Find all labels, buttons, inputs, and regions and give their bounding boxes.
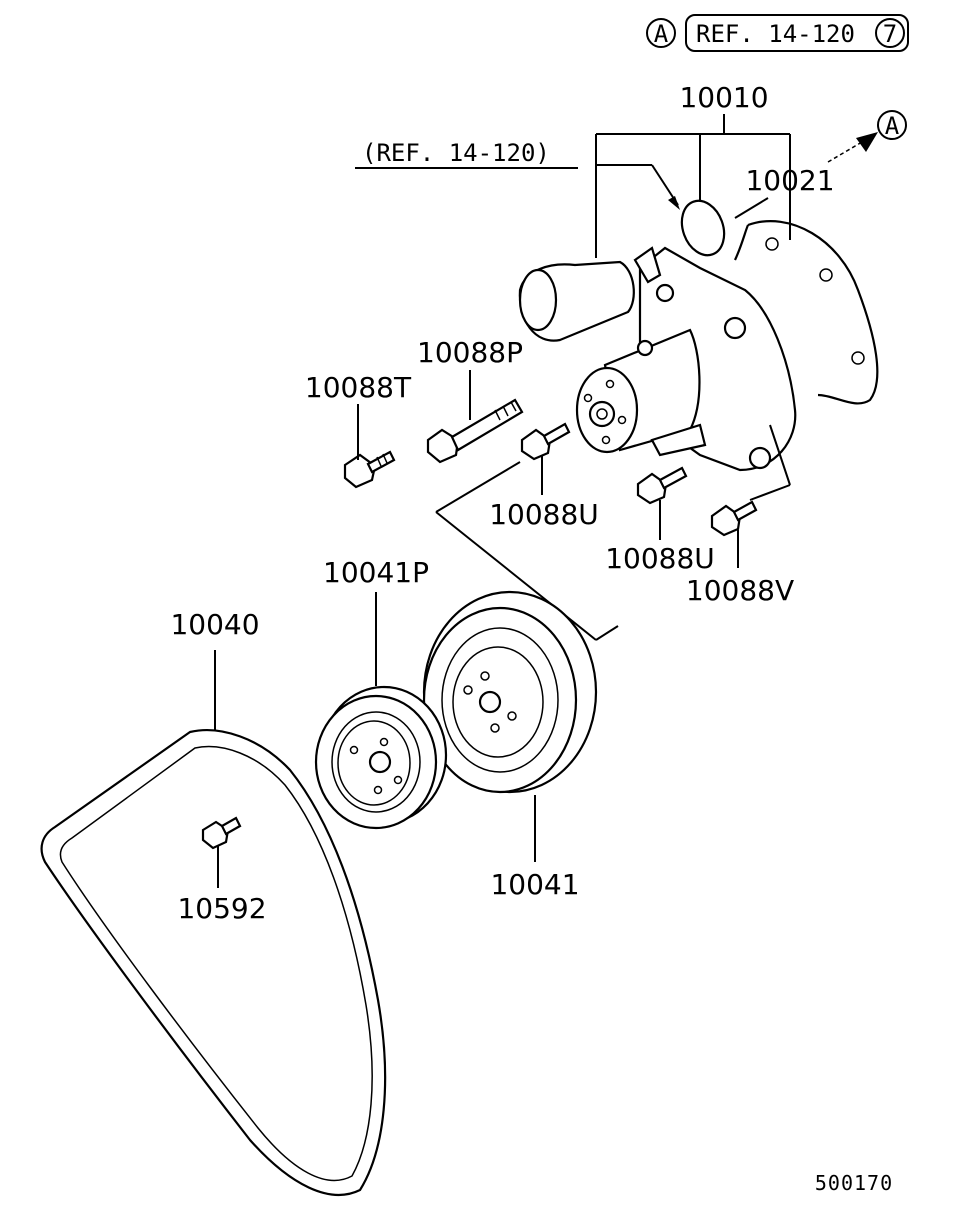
belt-label: 10040	[170, 608, 259, 641]
ref-number-circle	[875, 18, 905, 48]
diagram-id: 500170	[815, 1171, 893, 1195]
arrow-marker-circle	[877, 110, 907, 140]
ref-note: (REF. 14-120)	[355, 139, 578, 169]
bolt-t-label: 10088T	[305, 371, 412, 404]
ref-number: 7	[883, 20, 897, 48]
arrow-dashed-line	[827, 141, 863, 163]
water-pump-label: 10010	[679, 81, 768, 114]
bolt-10088p: 10088P	[417, 336, 524, 464]
bolt-10592: 10592	[177, 816, 267, 925]
bolt-p-label: 10088P	[417, 336, 523, 369]
bolt-v-label: 10088V	[686, 574, 794, 607]
gasket-hole	[819, 268, 833, 282]
bolt-u1-label: 10088U	[489, 498, 599, 531]
callout-water-pump: 10010	[595, 81, 791, 258]
crank-pulley-label: 10041	[490, 868, 579, 901]
bolt-10088t: 10088T	[305, 371, 412, 489]
arrow-to-a: A	[827, 110, 907, 163]
marker-a-label: A	[654, 20, 669, 48]
gasket-hole	[765, 237, 779, 251]
v-belt: 10040	[40, 608, 387, 1196]
ref-box	[685, 14, 909, 52]
header-reference: A REF. 14-120 7	[646, 14, 909, 52]
bolt-10088u-2: 10088U	[605, 466, 715, 575]
gasket	[734, 220, 879, 408]
ref-note-text: (REF. 14-120)	[362, 139, 550, 167]
pump-pulley: 10041P	[314, 556, 448, 830]
arrow-marker-label: A	[885, 112, 900, 140]
crank-pulley: 10041	[422, 590, 598, 901]
gasket-label: 10021	[745, 164, 834, 197]
water-pump	[518, 246, 797, 472]
pump-pulley-label: 10041P	[323, 556, 429, 589]
bolt-10088v: 10088V	[686, 424, 794, 607]
arrow-head-icon	[856, 132, 878, 152]
bolt-10088u-1: 10088U	[489, 422, 599, 531]
ref-text: REF. 14-120	[696, 20, 855, 48]
callout-gasket: 10021	[734, 164, 835, 219]
bolt-u2-label: 10088U	[605, 542, 715, 575]
gasket-hole	[851, 351, 865, 365]
marker-a-circle	[646, 18, 676, 48]
bolt-10592-label: 10592	[177, 892, 266, 925]
o-ring	[680, 199, 726, 257]
